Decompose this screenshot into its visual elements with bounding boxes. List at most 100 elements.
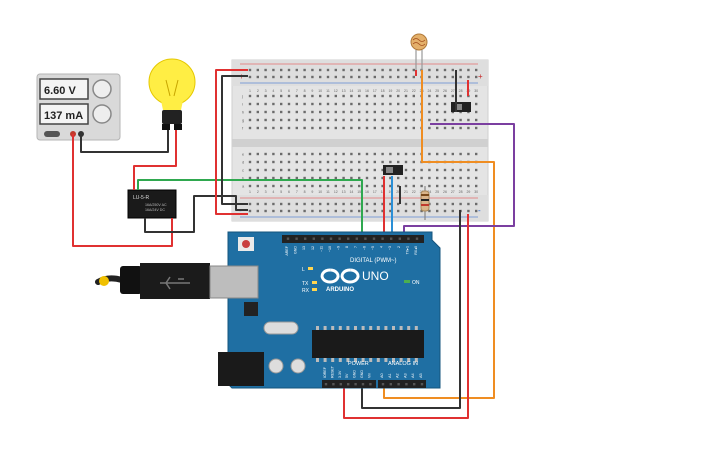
breadboard-hole[interactable] xyxy=(428,184,431,188)
breadboard-hole[interactable] xyxy=(365,126,369,130)
breadboard-hole[interactable] xyxy=(373,94,376,98)
wire-relay-breadboard-black[interactable] xyxy=(144,195,248,233)
digital-pin-socket[interactable] xyxy=(295,237,298,240)
breadboard-hole[interactable] xyxy=(272,209,275,213)
breadboard-hole[interactable] xyxy=(280,94,283,98)
breadboard-hole[interactable] xyxy=(334,176,337,180)
breadboard-hole[interactable] xyxy=(342,152,345,156)
breadboard-hole[interactable] xyxy=(350,184,353,188)
breadboard-hole[interactable] xyxy=(397,102,400,106)
breadboard-hole[interactable] xyxy=(350,152,353,156)
breadboard-hole[interactable] xyxy=(342,168,345,172)
breadboard-hole[interactable] xyxy=(389,94,392,98)
breadboard-hole[interactable] xyxy=(280,126,283,130)
breadboard-hole[interactable] xyxy=(373,68,376,72)
breadboard-hole[interactable] xyxy=(443,209,447,213)
analog-pin-socket[interactable] xyxy=(413,383,416,386)
breadboard-hole[interactable] xyxy=(287,68,291,72)
relay[interactable]: LU-5-R 16A/250V AC 16A/24V DC xyxy=(127,189,177,219)
breadboard-hole[interactable] xyxy=(264,118,267,122)
breadboard-hole[interactable] xyxy=(248,202,252,206)
digital-pin-socket[interactable] xyxy=(381,237,384,240)
breadboard-hole[interactable] xyxy=(428,75,431,79)
breadboard-hole[interactable] xyxy=(443,176,447,180)
breadboard-hole[interactable] xyxy=(287,152,291,156)
digital-pin-socket[interactable] xyxy=(398,237,401,240)
wire-signal-purple[interactable] xyxy=(403,123,515,240)
breadboard-hole[interactable] xyxy=(389,152,392,156)
breadboard-hole[interactable] xyxy=(272,184,275,188)
breadboard-hole[interactable] xyxy=(287,176,291,180)
breadboard-hole[interactable] xyxy=(404,118,408,122)
breadboard-hole[interactable] xyxy=(256,102,259,106)
breadboard-hole[interactable] xyxy=(334,126,337,130)
breadboard-hole[interactable] xyxy=(303,176,306,180)
breadboard-hole[interactable] xyxy=(397,152,400,156)
breadboard-hole[interactable] xyxy=(248,75,252,79)
breadboard-hole[interactable] xyxy=(303,102,306,106)
breadboard-hole[interactable] xyxy=(287,209,291,213)
breadboard-hole[interactable] xyxy=(389,126,392,130)
breadboard-hole[interactable] xyxy=(420,184,423,188)
breadboard-hole[interactable] xyxy=(334,184,337,188)
breadboard-hole[interactable] xyxy=(397,110,400,114)
breadboard-hole[interactable] xyxy=(264,202,267,206)
breadboard-hole[interactable] xyxy=(459,68,462,72)
breadboard-hole[interactable] xyxy=(256,160,259,164)
breadboard-hole[interactable] xyxy=(365,68,369,72)
breadboard-hole[interactable] xyxy=(428,126,431,130)
breadboard-hole[interactable] xyxy=(311,118,314,122)
breadboard-hole[interactable] xyxy=(342,118,345,122)
breadboard-hole[interactable] xyxy=(248,68,252,72)
breadboard-hole[interactable] xyxy=(475,176,478,180)
breadboard-hole[interactable] xyxy=(475,118,478,122)
sensor-module[interactable] xyxy=(383,165,403,175)
breadboard-hole[interactable] xyxy=(475,126,478,130)
breadboard-hole[interactable] xyxy=(412,160,415,164)
breadboard-hole[interactable] xyxy=(342,160,345,164)
breadboard-hole[interactable] xyxy=(326,184,330,188)
breadboard-hole[interactable] xyxy=(436,184,439,188)
breadboard-hole[interactable] xyxy=(256,110,259,114)
breadboard-hole[interactable] xyxy=(428,94,431,98)
breadboard-hole[interactable] xyxy=(404,102,408,106)
breadboard-hole[interactable] xyxy=(248,152,252,156)
breadboard-hole[interactable] xyxy=(420,168,423,172)
breadboard-hole[interactable] xyxy=(389,184,392,188)
breadboard-hole[interactable] xyxy=(311,126,314,130)
breadboard-hole[interactable] xyxy=(350,209,353,213)
analog-pin-socket[interactable] xyxy=(381,383,385,386)
breadboard-hole[interactable] xyxy=(264,168,267,172)
breadboard-hole[interactable] xyxy=(272,118,275,122)
breadboard-hole[interactable] xyxy=(334,68,337,72)
breadboard-hole[interactable] xyxy=(443,118,447,122)
breadboard-hole[interactable] xyxy=(295,75,298,79)
breadboard-hole[interactable] xyxy=(264,160,267,164)
breadboard-hole[interactable] xyxy=(350,168,353,172)
breadboard-hole[interactable] xyxy=(412,209,415,213)
wire-5v-red[interactable] xyxy=(343,214,469,419)
breadboard-hole[interactable] xyxy=(428,102,431,106)
breadboard-hole[interactable] xyxy=(475,168,478,172)
breadboard-hole[interactable] xyxy=(459,152,462,156)
breadboard-hole[interactable] xyxy=(397,202,400,206)
breadboard-hole[interactable] xyxy=(248,110,252,114)
breadboard-hole[interactable] xyxy=(451,202,454,206)
breadboard-hole[interactable] xyxy=(365,75,369,79)
breadboard-hole[interactable] xyxy=(248,126,252,130)
breadboard-hole[interactable] xyxy=(397,160,400,164)
breadboard-hole[interactable] xyxy=(443,68,447,72)
breadboard-hole[interactable] xyxy=(280,184,283,188)
breadboard-hole[interactable] xyxy=(443,102,447,106)
breadboard-hole[interactable] xyxy=(436,176,439,180)
breadboard-hole[interactable] xyxy=(459,176,462,180)
breadboard-hole[interactable] xyxy=(358,184,361,188)
breadboard-hole[interactable] xyxy=(326,110,330,114)
breadboard-hole[interactable] xyxy=(326,102,330,106)
breadboard-hole[interactable] xyxy=(358,168,361,172)
breadboard-hole[interactable] xyxy=(436,110,439,114)
breadboard-hole[interactable] xyxy=(475,68,478,72)
breadboard-hole[interactable] xyxy=(451,184,454,188)
digital-pin-socket[interactable] xyxy=(321,237,324,240)
